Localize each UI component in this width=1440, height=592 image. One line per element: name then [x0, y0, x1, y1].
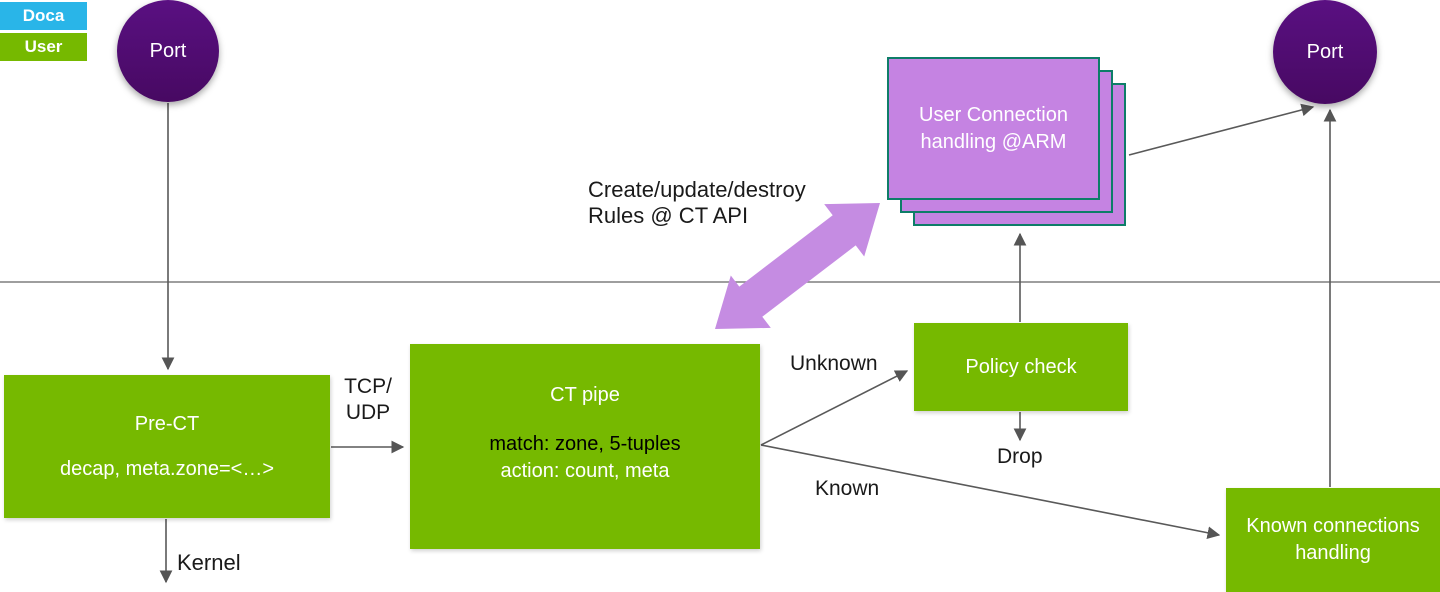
- policy-check-label: Policy check: [965, 355, 1077, 378]
- pre-ct-title: Pre-CT: [134, 412, 200, 435]
- legend-item-doca: Doca: [0, 2, 87, 30]
- ct-pipe-action-line: action: count, meta: [500, 460, 670, 482]
- tcp-udp-line1: TCP/: [344, 375, 392, 398]
- port-left-label: Port: [149, 39, 187, 62]
- pre-ct-node: Pre-CT decap, meta.zone=<…>: [4, 375, 330, 518]
- port-right-node: Port: [1273, 0, 1377, 104]
- ct-pipe-node: CT pipe match: zone, 5-tuples action: co…: [410, 344, 760, 549]
- arrow-stack-to-portright: [1128, 103, 1315, 156]
- port-right-label: Port: [1306, 40, 1344, 63]
- create-rules-line2: Rules @ CT API: [588, 203, 749, 228]
- user-connection-handling-node: User Connection handling @ARM: [887, 57, 1100, 200]
- port-left-node: Port: [117, 0, 219, 102]
- user-connection-line2: handling @ARM: [920, 130, 1067, 153]
- legend-item-user: User: [0, 33, 87, 61]
- ct-pipe-detail: match: zone, 5-tuples action: count, met…: [489, 431, 680, 485]
- drop-label: Drop: [997, 445, 1043, 468]
- known-connections-line2: handling: [1295, 542, 1371, 564]
- tcp-udp-line2: UDP: [345, 401, 391, 424]
- kernel-label: Kernel: [177, 550, 241, 575]
- unknown-label: Unknown: [790, 352, 878, 375]
- policy-check-node: Policy check: [914, 323, 1128, 411]
- tcp-udp-label: TCP/ UDP: [340, 374, 396, 426]
- create-rules-line1: Create/update/destroy: [588, 177, 806, 202]
- pre-ct-detail: decap, meta.zone=<…>: [59, 457, 275, 480]
- legend: Doca User: [0, 2, 87, 64]
- known-connections-line1: Known connections: [1246, 515, 1420, 537]
- user-connection-line1: User Connection: [919, 103, 1068, 126]
- ct-pipe-match-line: match: zone, 5-tuples: [489, 433, 681, 455]
- known-label: Known: [815, 477, 880, 500]
- known-connections-node: Known connections handling: [1226, 488, 1440, 592]
- ct-pipe-title: CT pipe: [550, 384, 620, 406]
- create-rules-label: Create/update/destroy Rules @ CT API: [588, 177, 806, 229]
- legend-doca-label: Doca: [22, 6, 65, 25]
- arrow-ctpipe-to-policy: [760, 370, 909, 446]
- legend-user-label: User: [24, 37, 63, 56]
- ct-api-double-arrow: [715, 203, 880, 329]
- arrow-ctpipe-to-known: [760, 444, 1221, 540]
